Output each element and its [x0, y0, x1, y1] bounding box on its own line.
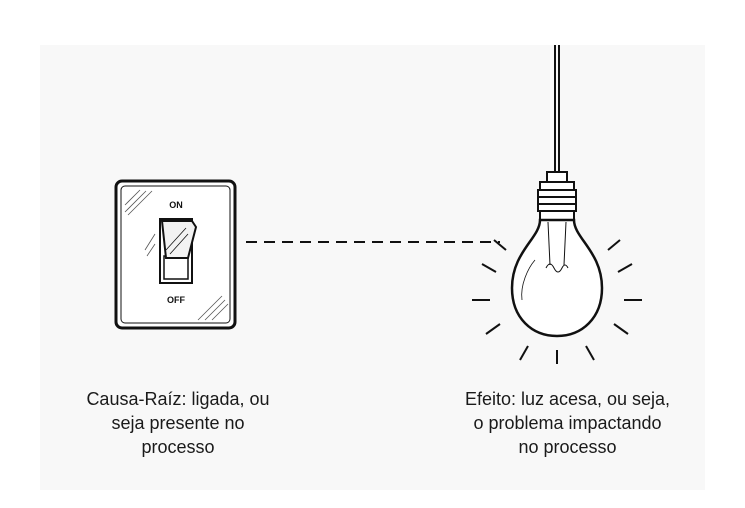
- cause-caption-line: Causa-Raíz: ligada, ou: [86, 389, 270, 409]
- cause-caption: Causa-Raíz: ligada, ou seja presente no …: [58, 387, 298, 459]
- light-rays-icon: [472, 239, 642, 364]
- cause-caption-line: processo: [141, 437, 215, 457]
- effect-caption: Efeito: luz acesa, ou seja, o problema i…: [435, 387, 700, 459]
- switch-off-label: OFF: [167, 295, 185, 305]
- cause-caption-line: seja presente no: [111, 413, 245, 433]
- effect-caption-line: no processo: [518, 437, 617, 457]
- light-switch-icon: [114, 179, 237, 330]
- light-bulb-icon: [510, 45, 604, 338]
- effect-caption-line: o problema impactando: [473, 413, 662, 433]
- switch-on-label: ON: [169, 200, 183, 210]
- effect-caption-line: Efeito: luz acesa, ou seja,: [464, 389, 671, 409]
